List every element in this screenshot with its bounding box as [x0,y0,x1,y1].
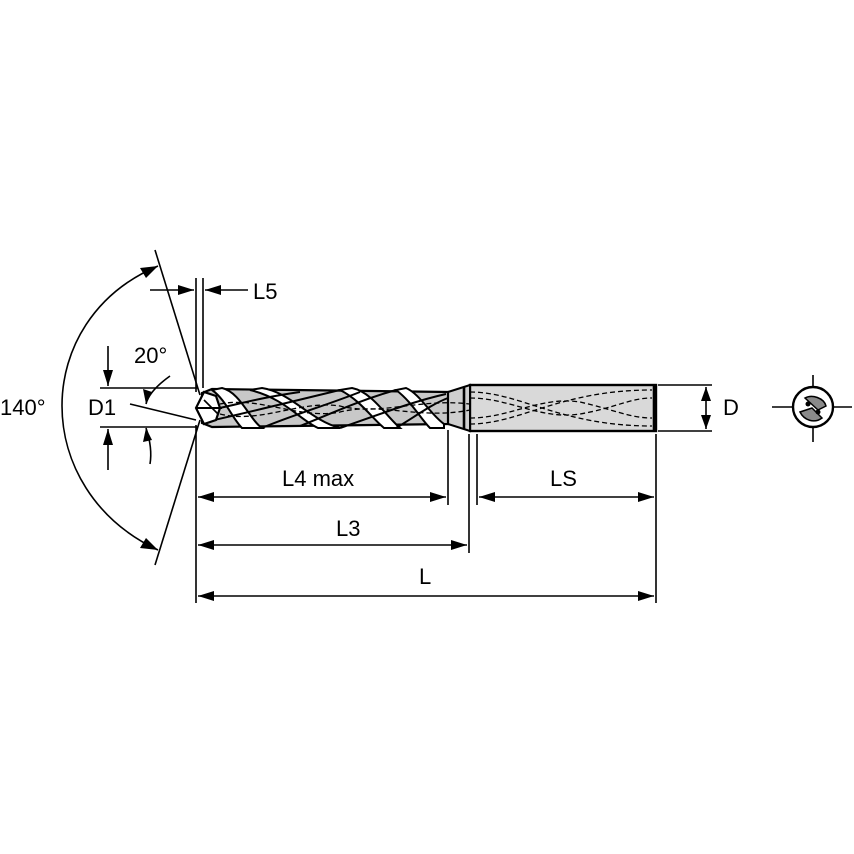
coolant-channels [219,389,653,427]
label-l3: L3 [336,516,360,541]
label-d1: D1 [88,395,116,420]
label-l5: L5 [253,279,277,304]
drill-neck [447,383,471,433]
dimension-l3 [198,540,467,550]
dimension-l [198,591,654,601]
label-d: D [723,395,739,420]
dimension-l5 [150,285,248,295]
extension-lines [100,278,712,603]
drill-body [194,383,658,433]
drill-shank [468,383,658,433]
label-angle-140: 140° [0,395,46,420]
angle-20 [129,375,197,465]
label-l: L [419,564,431,589]
dimension-l4max [198,492,446,502]
label-ls: LS [550,466,577,491]
dimension-d [701,387,711,429]
label-angle-20: 20° [134,343,167,368]
dimension-d1 [103,346,113,470]
angle-140 [61,249,201,566]
dimension-ls [479,492,654,502]
label-l4max: L4 max [282,466,354,491]
drill-end-view [772,375,852,442]
drill-tip [194,390,222,426]
